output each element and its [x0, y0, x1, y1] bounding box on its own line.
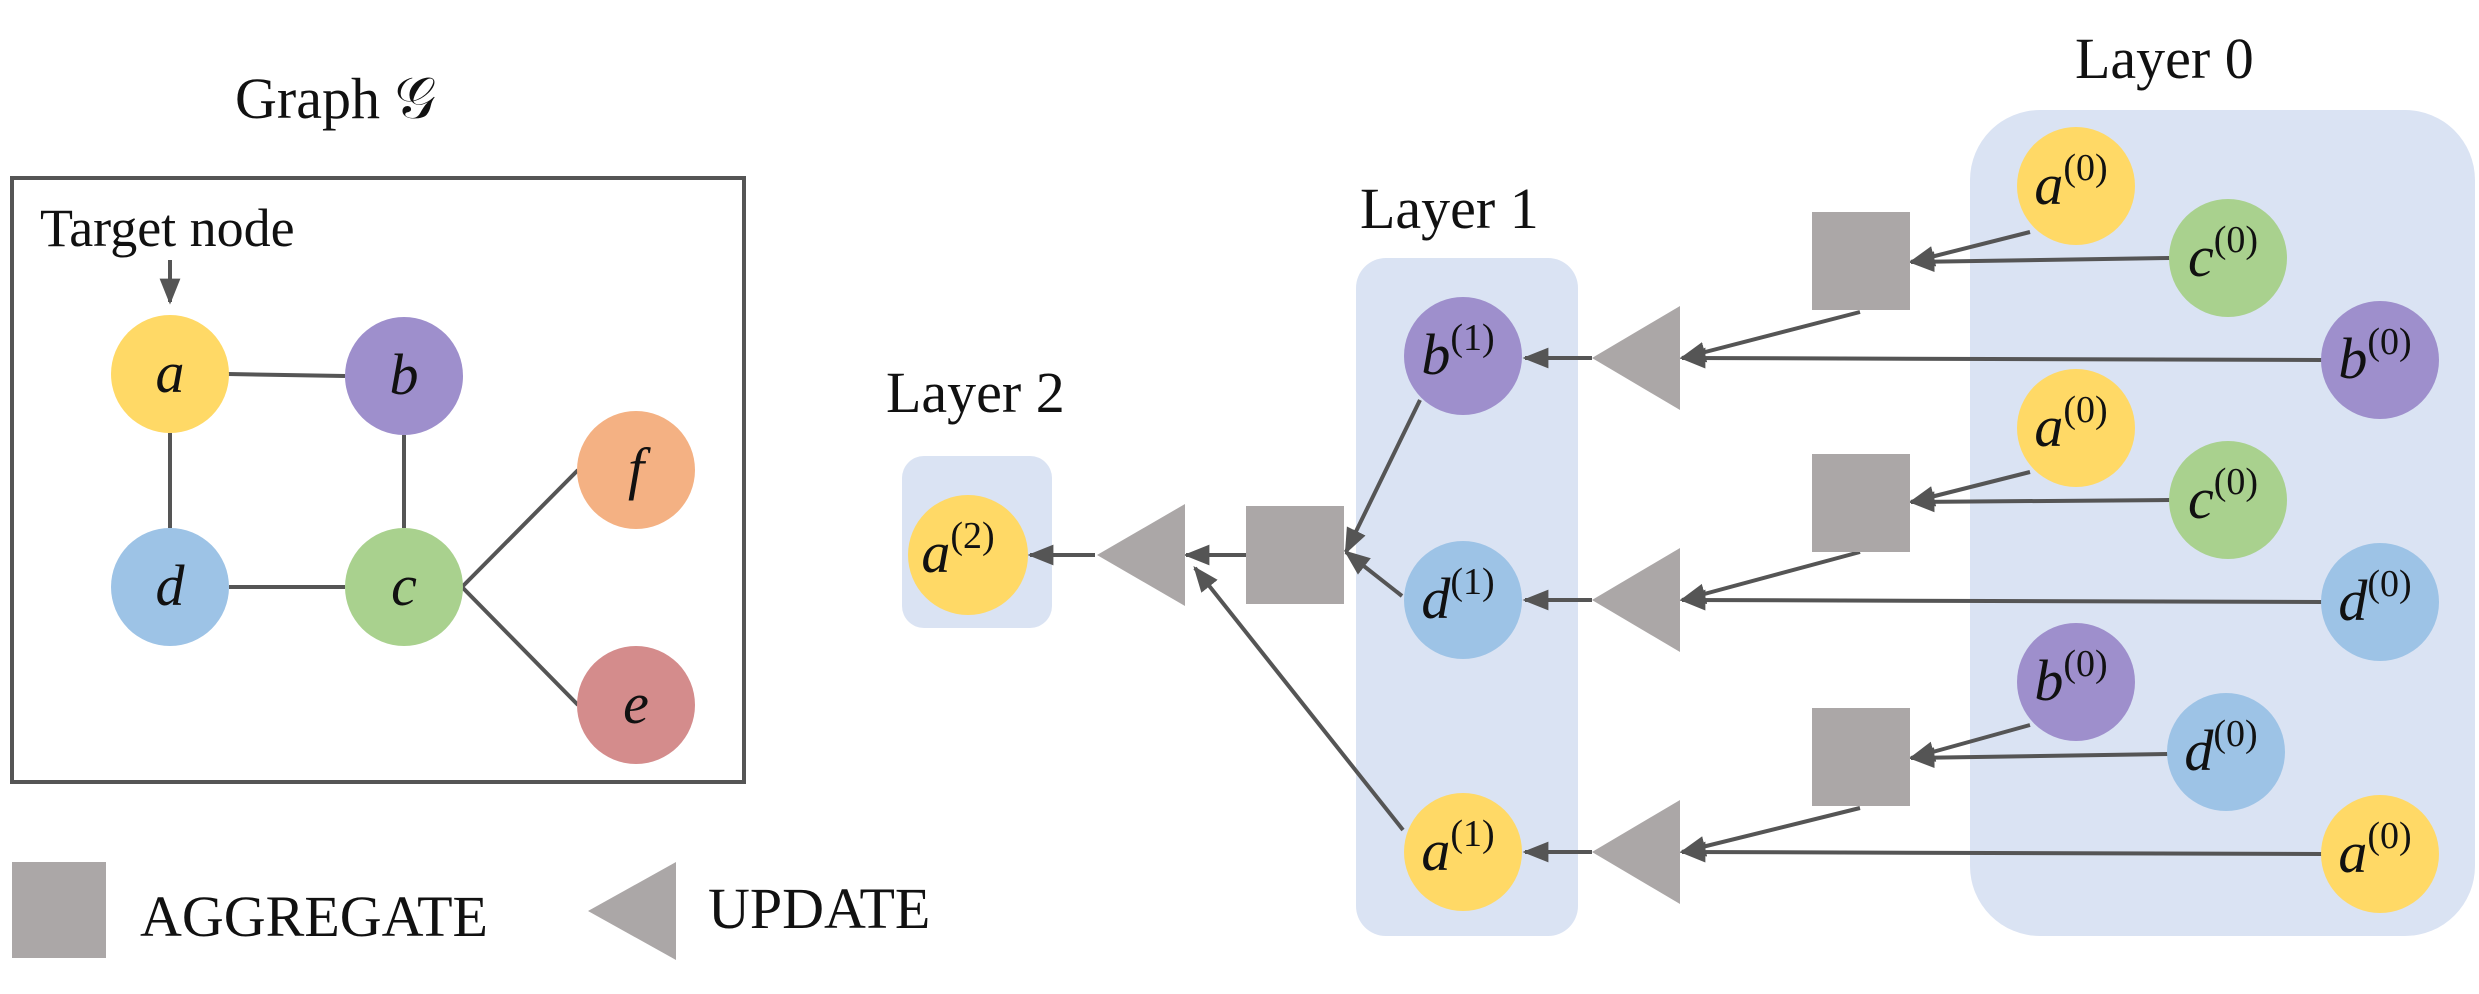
- computation-nodes: a(2) b(1) d(1) a(1) a(0) c(0) b(0): [908, 127, 2439, 913]
- edge-agg3-to-update-a: [1679, 806, 1861, 857]
- edge-b1-to-agg-l2: [1344, 399, 1422, 555]
- graph-frame: [10, 176, 746, 784]
- edge-b0-to-update-b: [1679, 347, 2323, 369]
- graph-node-d: d: [111, 528, 229, 646]
- node-b1-circle: [1404, 297, 1522, 415]
- graph-node-b-circle: [345, 317, 463, 435]
- target-node-label: Target node: [40, 198, 295, 258]
- node-l0-g3-d: d(0): [2167, 693, 2285, 811]
- node-l0-g2-d: d(0): [2321, 543, 2439, 661]
- edge-a1-to-update-l2: [1193, 565, 1405, 832]
- node-a1: a(1): [1404, 793, 1522, 911]
- legend-update-label: UPDATE: [708, 876, 930, 941]
- edge-d1-to-agg-l2: [1343, 550, 1404, 598]
- node-a1-circle: [1404, 793, 1522, 911]
- node-a2-label: a(2): [921, 515, 994, 585]
- node-l0-g1-a: a(0): [2017, 127, 2135, 245]
- graph-node-d-label: d: [156, 553, 186, 618]
- graph-node-e-circle: [577, 646, 695, 764]
- update-l2: [1097, 504, 1185, 606]
- operators: [1097, 212, 1910, 904]
- node-l0-g3-b-circle: [2017, 623, 2135, 741]
- graph-node-f: f: [577, 411, 695, 529]
- edge-d0-to-agg3: [1908, 747, 2169, 769]
- node-l0-g1-b: b(0): [2321, 301, 2439, 419]
- graph-node-e-label: e: [623, 671, 649, 736]
- node-d1-label: d(1): [1421, 561, 1494, 631]
- update-l1-b: [1592, 306, 1680, 410]
- node-l0-g1-c-label: c(0): [2188, 219, 2258, 289]
- node-l0-g1-a-label: a(0): [2034, 147, 2107, 217]
- graph-node-b-label: b: [390, 342, 419, 407]
- edge-a0-to-update-a: [1679, 841, 2323, 863]
- node-d1: d(1): [1404, 541, 1522, 659]
- layer0-title: Layer 0: [2075, 26, 2254, 91]
- graph-node-f-circle: [577, 411, 695, 529]
- node-l0-g2-a-label: a(0): [2034, 389, 2107, 459]
- node-l0-g2-d-label: d(0): [2338, 563, 2411, 633]
- graph-node-b: b: [345, 317, 463, 435]
- graph-title: Graph 𝒢: [235, 66, 436, 131]
- aggregate-l2: [1246, 506, 1344, 604]
- layer1-title: Layer 1: [1360, 176, 1539, 241]
- node-a2-circle: [908, 495, 1028, 615]
- node-l0-g2-a-circle: [2017, 369, 2135, 487]
- graph-node-a-circle: [111, 315, 229, 433]
- node-l0-g3-b: b(0): [2017, 623, 2135, 741]
- node-l0-g1-c-circle: [2169, 199, 2287, 317]
- node-l0-g3-d-label: d(0): [2184, 713, 2257, 783]
- node-d1-circle: [1404, 541, 1522, 659]
- computation-edges: [1027, 230, 2323, 863]
- graph-edge-c-e: [460, 585, 580, 707]
- graph-node-d-circle: [111, 528, 229, 646]
- aggregate-l1-a: [1812, 708, 1910, 806]
- node-b1: b(1): [1404, 297, 1522, 415]
- update-l1-d: [1592, 548, 1680, 652]
- node-l0-g3-a-label: a(0): [2338, 815, 2411, 885]
- graph-node-c: c: [345, 528, 463, 646]
- graph-node-e: e: [577, 646, 695, 764]
- update-l1-a: [1592, 800, 1680, 904]
- aggregate-l1-d: [1812, 454, 1910, 552]
- node-l0-g3-a: a(0): [2321, 795, 2439, 913]
- node-l0-g3-b-label: b(0): [2034, 643, 2107, 713]
- edge-agg2-to-update-d: [1679, 550, 1861, 604]
- graph-node-a-label: a: [156, 340, 185, 405]
- legend-aggregate-square: [12, 862, 106, 958]
- graph-edge-c-f: [460, 468, 580, 589]
- node-l0-g2-c: c(0): [2169, 441, 2287, 559]
- graph-panel: Graph 𝒢 Target node a b c d: [10, 66, 746, 784]
- node-l0-g1-b-circle: [2321, 301, 2439, 419]
- aggregate-l1-b: [1812, 212, 1910, 310]
- node-l0-g2-c-label: c(0): [2188, 461, 2258, 531]
- node-b1-label: b(1): [1421, 317, 1494, 387]
- node-l0-g1-c: c(0): [2169, 199, 2287, 317]
- legend: AGGREGATE UPDATE: [12, 862, 930, 960]
- edge-agg1-to-update-b: [1679, 310, 1861, 363]
- layer2-title: Layer 2: [886, 360, 1065, 425]
- node-l0-g1-b-label: b(0): [2338, 321, 2411, 391]
- graph-edge-a-b: [227, 372, 346, 378]
- node-l0-g2-a: a(0): [2017, 369, 2135, 487]
- graph-edges: [168, 372, 580, 707]
- graph-node-c-circle: [345, 528, 463, 646]
- node-a2: a(2): [908, 495, 1028, 615]
- graph-node-a: a: [111, 315, 229, 433]
- edge-d0-to-update-d: [1679, 589, 2323, 611]
- edge-c0-to-agg2: [1908, 491, 2171, 513]
- legend-update-triangle: [588, 862, 676, 960]
- legend-aggregate-label: AGGREGATE: [140, 884, 488, 949]
- node-a1-label: a(1): [1421, 813, 1494, 883]
- node-l0-g3-a-circle: [2321, 795, 2439, 913]
- node-l0-g2-c-circle: [2169, 441, 2287, 559]
- node-l0-g2-d-circle: [2321, 543, 2439, 661]
- graph-node-c-label: c: [391, 553, 417, 618]
- node-l0-g1-a-circle: [2017, 127, 2135, 245]
- node-l0-g3-d-circle: [2167, 693, 2285, 811]
- edge-c0-to-agg1: [1908, 251, 2171, 273]
